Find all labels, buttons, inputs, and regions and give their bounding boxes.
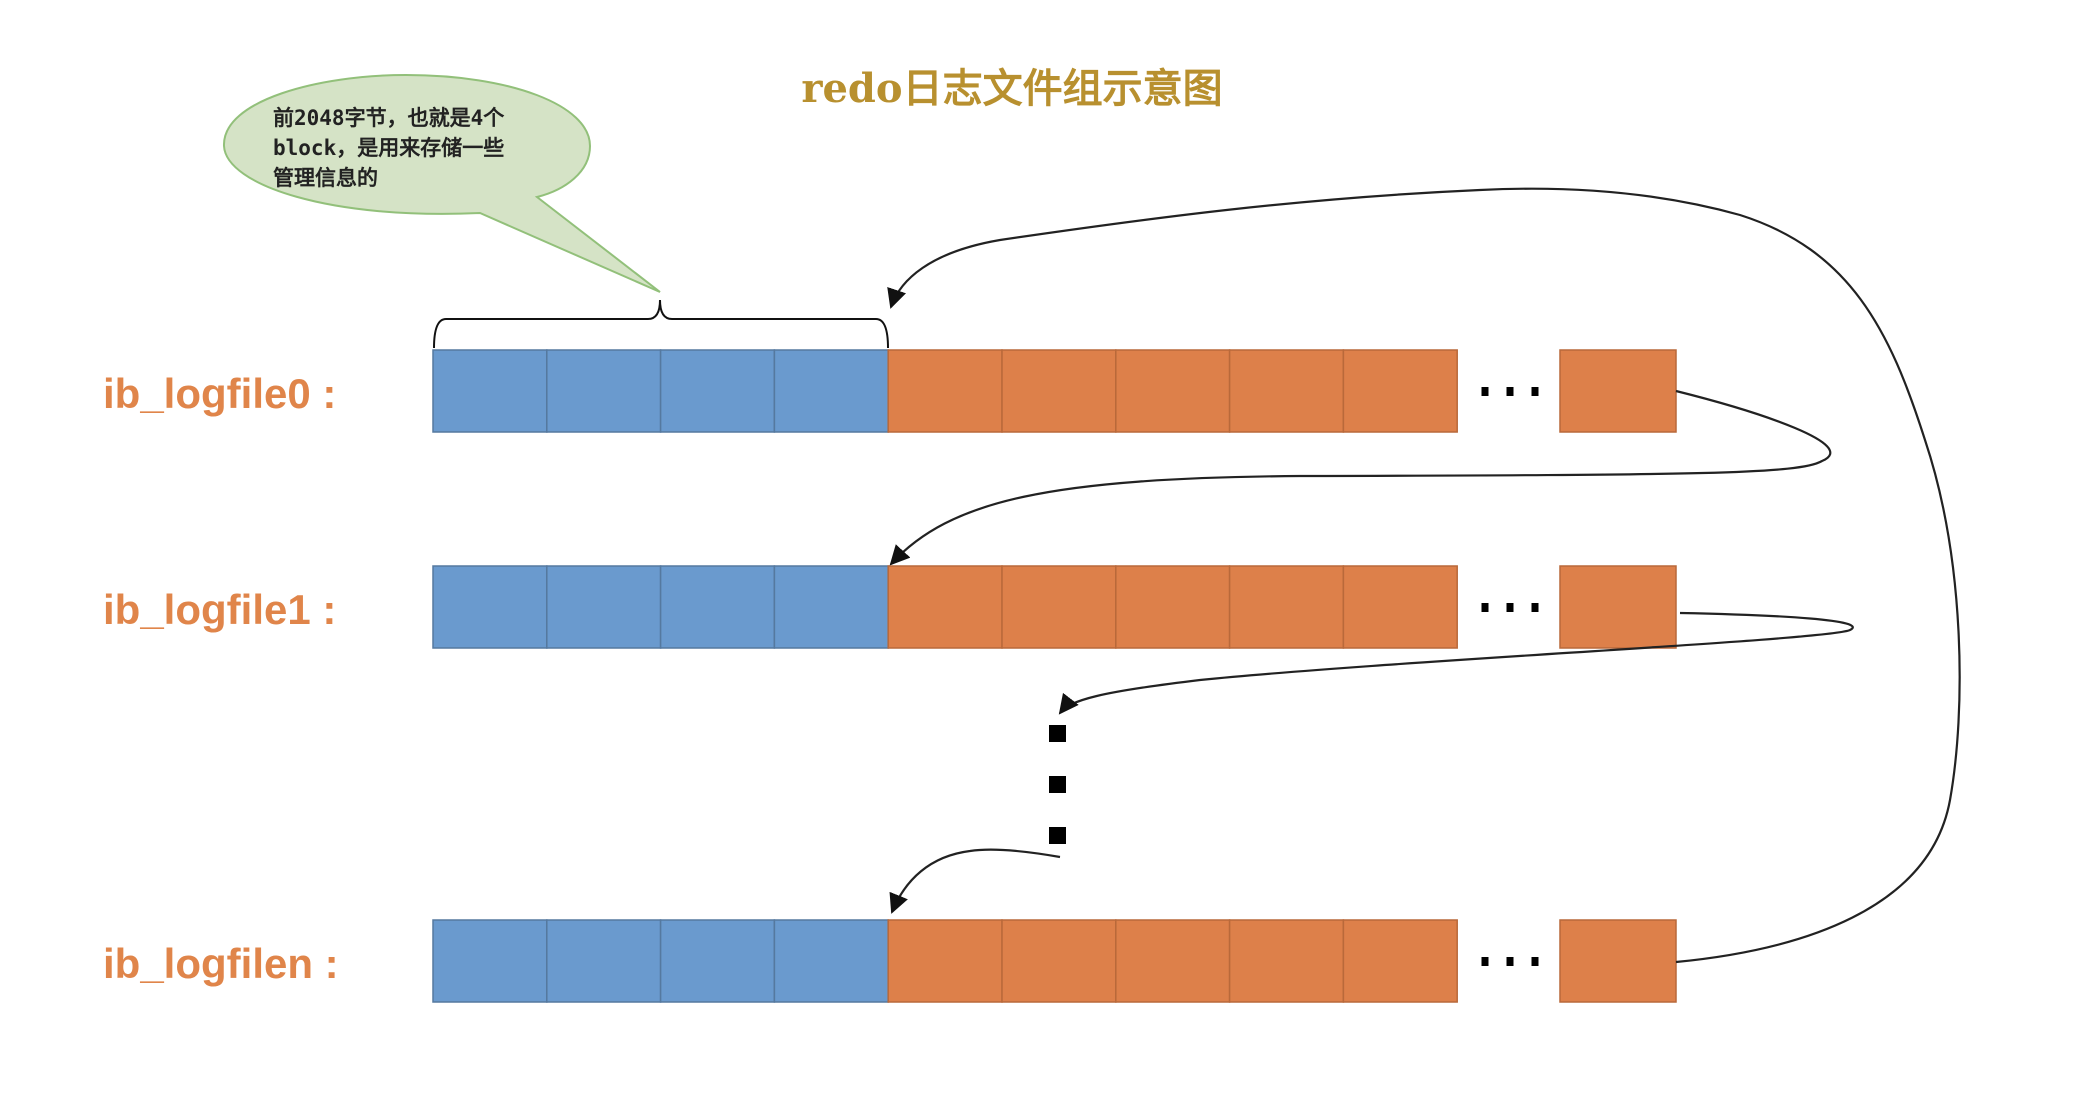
data-block: [1342, 349, 1458, 433]
header-block: [546, 919, 662, 1003]
data-block: [1228, 565, 1345, 649]
horizontal-ellipsis-dot: [1481, 957, 1489, 966]
data-block: [1115, 349, 1231, 433]
horizontal-ellipsis-dot: [1531, 957, 1539, 966]
log-file-row: ib_logfilen :: [103, 919, 1677, 1003]
header-block: [432, 349, 548, 433]
svg-text:前2048字节，也就是4个 block，是用来存: 前2048字节，也就是4个 block，是用来存储一些 管理信息的: [273, 106, 517, 190]
vertical-ellipsis: [1049, 725, 1066, 844]
horizontal-ellipsis-dot: [1531, 387, 1539, 396]
diagram-title: redo日志文件组示意图: [801, 65, 1222, 112]
callout-bubble: 前2048字节，也就是4个 block，是用来存储一些 管理信息的: [222, 73, 661, 293]
ellipsis-dot: [1049, 776, 1066, 793]
callout-line: 管理信息的: [273, 166, 378, 190]
data-block: [1228, 349, 1345, 433]
data-block: [1228, 919, 1345, 1003]
data-block: [1001, 919, 1117, 1003]
header-block: [432, 919, 548, 1003]
log-file-rows: ib_logfile0 : ib_logfile1 : ib_logfilen :: [103, 349, 1677, 1003]
arrow-filen-to-file0: [887, 187, 1961, 964]
horizontal-ellipsis-dot: [1481, 603, 1489, 612]
data-block: [1001, 349, 1117, 433]
horizontal-ellipsis-dot: [1506, 603, 1514, 612]
arrow-ellipsis-to-filen: [889, 848, 1061, 914]
horizontal-ellipsis-dot: [1506, 957, 1514, 966]
header-block: [546, 565, 662, 649]
data-block: [1115, 919, 1231, 1003]
log-file-label: ib_logfilen :: [103, 940, 339, 987]
log-file-label: ib_logfile1 :: [103, 586, 336, 633]
last-data-block: [1559, 349, 1677, 433]
horizontal-ellipsis-dot: [1506, 387, 1514, 396]
last-data-block: [1559, 565, 1677, 649]
horizontal-ellipsis-dot: [1531, 603, 1539, 612]
data-block: [887, 349, 1003, 433]
log-file-label: ib_logfile0 :: [103, 370, 336, 417]
header-block: [432, 565, 548, 649]
callout-shape: [222, 73, 661, 293]
arrow-file1-to-ellipsis: [1058, 611, 1854, 715]
callout-line: block，是用来存储一些: [273, 136, 504, 160]
last-data-block: [1559, 919, 1677, 1003]
header-brace: [433, 299, 889, 349]
header-block: [659, 565, 776, 649]
data-block: [887, 919, 1003, 1003]
header-block: [659, 349, 776, 433]
data-block: [887, 565, 1003, 649]
data-block: [1115, 565, 1231, 649]
ellipsis-dot: [1049, 725, 1066, 742]
horizontal-ellipsis-dot: [1481, 387, 1489, 396]
data-block: [1001, 565, 1117, 649]
ellipsis-dot: [1049, 827, 1066, 844]
header-block: [773, 349, 889, 433]
data-block: [1342, 565, 1458, 649]
callout-line: 前2048字节，也就是4个: [273, 106, 505, 130]
header-block: [773, 919, 889, 1003]
header-block: [659, 919, 776, 1003]
header-block: [773, 565, 889, 649]
arrow-file0-to-file1: [889, 389, 1832, 566]
log-file-row: ib_logfile0 :: [103, 349, 1677, 433]
data-block: [1342, 919, 1458, 1003]
log-file-row: ib_logfile1 :: [103, 565, 1677, 649]
header-block: [546, 349, 662, 433]
